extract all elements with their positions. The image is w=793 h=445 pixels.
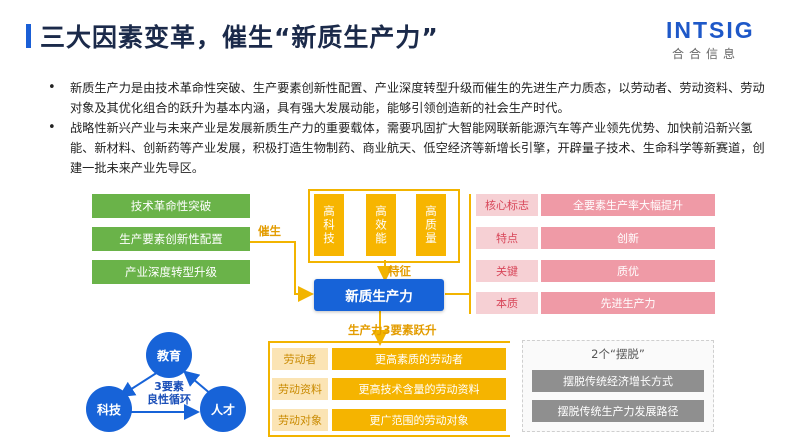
breakaway-item: 摆脱传统经济增长方式 bbox=[532, 370, 704, 392]
cycle-node-education: 教育 bbox=[146, 332, 192, 378]
feature-box: 高效能 bbox=[366, 194, 396, 256]
cycle-node-talent: 人才 bbox=[200, 386, 246, 432]
core-box: 新质生产力 bbox=[314, 279, 444, 311]
company-logo: INTSIG bbox=[666, 17, 755, 43]
element-value: 更广范围的劳动对象 bbox=[332, 409, 506, 431]
cycle-center-line: 良性循环 bbox=[147, 393, 191, 406]
attribute-key: 核心标志 bbox=[476, 194, 538, 216]
attribute-value: 全要素生产率大幅提升 bbox=[541, 194, 715, 216]
feature-box: 高科技 bbox=[314, 194, 344, 256]
title-accent-bar bbox=[26, 24, 31, 48]
attribute-key: 关键 bbox=[476, 260, 538, 282]
bullet-list: 新质生产力是由技术革命性突破、生产要素创新性配置、产业深度转型升级而催生的先进生… bbox=[48, 78, 773, 178]
breakaway-title: 2个“摆脱” bbox=[591, 347, 645, 361]
attribute-value: 质优 bbox=[541, 260, 715, 282]
element-key: 劳动对象 bbox=[272, 409, 328, 431]
factor-box: 产业深度转型升级 bbox=[92, 260, 250, 284]
catalyze-label: 催生 bbox=[258, 224, 281, 238]
cycle-center-label: 3要素 良性循环 bbox=[138, 380, 200, 406]
cycle-node-technology: 科技 bbox=[86, 386, 132, 432]
feature-label: 特征 bbox=[388, 264, 411, 278]
bullet-item: 战略性新兴产业与未来产业是发展新质生产力的重要载体，需要巩固扩大智能网联新能源汽… bbox=[48, 118, 773, 178]
cycle-center-line: 3要素 bbox=[154, 380, 184, 393]
page-title: 三大因素变革，催生“新质生产力” bbox=[40, 23, 439, 52]
attribute-value: 先进生产力 bbox=[541, 292, 715, 314]
factor-box: 技术革命性突破 bbox=[92, 194, 250, 218]
feature-group bbox=[308, 189, 460, 263]
attribute-key: 本质 bbox=[476, 292, 538, 314]
leap-label: 生产力3要素跃升 bbox=[348, 323, 437, 337]
factor-box: 生产要素创新性配置 bbox=[92, 227, 250, 251]
attribute-value: 创新 bbox=[541, 227, 715, 249]
element-value: 更高技术含量的劳动资料 bbox=[332, 378, 506, 400]
company-logo-subtitle: 合合信息 bbox=[672, 47, 741, 61]
element-value: 更高素质的劳动者 bbox=[332, 348, 506, 370]
element-key: 劳动者 bbox=[272, 348, 328, 370]
catalyze-arrow bbox=[250, 241, 314, 302]
element-group bbox=[268, 341, 510, 437]
attribute-key: 特点 bbox=[476, 227, 538, 249]
element-key: 劳动资料 bbox=[272, 378, 328, 400]
feature-box: 高质量 bbox=[416, 194, 446, 256]
bullet-item: 新质生产力是由技术革命性突破、生产要素创新性配置、产业深度转型升级而催生的先进生… bbox=[48, 78, 773, 118]
breakaway-item: 摆脱传统生产力发展路径 bbox=[532, 400, 704, 422]
